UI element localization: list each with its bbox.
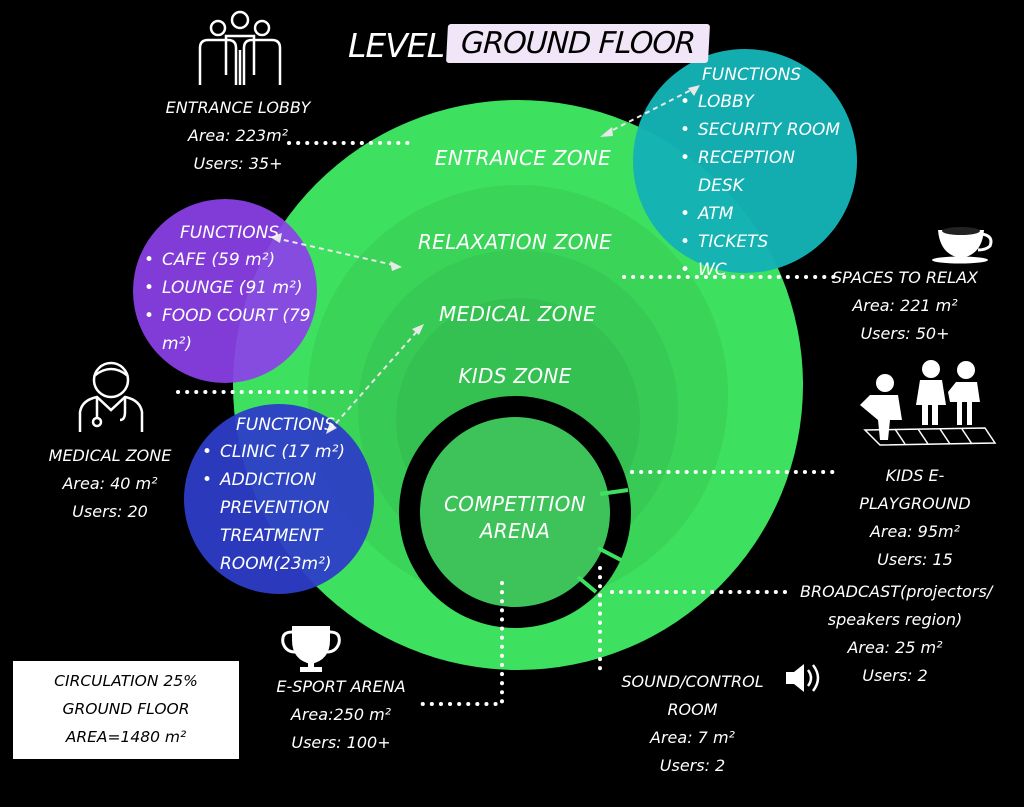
medical-zone-label: MEDICAL ZONE [439,302,596,326]
ground-coverage-stat: GROUND COVERAGE =29.5 % [19,756,233,802]
entrance-lobby-area: Area: 223m² [187,126,289,145]
coffee-cup-icon [932,227,993,264]
broadcast-users: Users: 2 [862,666,928,685]
ground-floor-area-stat: GROUND FLOOR AREA=1480 m² [62,700,190,746]
relax-functions-title: FUNCTIONS [180,223,280,243]
entrance-lobby-users: Users: 35+ [193,154,283,173]
broadcast-area: Area: 25 m² [847,638,943,657]
sound-room-info: SOUND/CONTROL ROOM Area: 7 m² Users: 2 [605,668,780,780]
doctor-icon [78,361,144,432]
list-item: LOBBY [676,88,846,116]
arena-label-line2: ARENA [479,519,551,543]
esport-arena-info: E-SPORT ARENA Area:250 m² Users: 100+ [266,673,416,757]
list-item: CAFE (59 m²) [140,246,320,274]
broadcast-title-line2: speakers region) [827,610,963,629]
stats-box: CIRCULATION 25% GROUND FLOOR AREA=1480 m… [13,661,239,802]
entrance-functions: FUNCTIONS LOBBY SECURITY ROOM RECEPTION … [676,62,846,284]
broadcast-title-line1: BROADCAST(projectors/ [800,582,993,601]
arena-ring-tick [599,488,629,496]
esport-arena-area: Area:250 m² [290,705,392,724]
relax-functions: FUNCTIONS CAFE (59 m²) LOUNGE (91 m²) FO… [140,220,320,358]
entrance-lobby-info: ENTRANCE LOBBY Area: 223m² Users: 35+ [158,94,318,178]
kids-zone-label: KIDS ZONE [458,364,572,388]
list-item: ADDICTION [198,466,368,494]
list-item: PREVENTION [220,498,330,518]
kids-playing-icon [860,360,997,446]
medical-functions-title: FUNCTIONS [236,415,336,435]
relaxation-zone-label: RELAXATION ZONE [417,230,612,254]
spaces-to-relax-info: SPACES TO RELAX Area: 221 m² Users: 50+ [830,264,980,348]
kids-playground-info: KIDS E-PLAYGROUND Area: 95m² Users: 15 [830,462,1000,574]
entrance-lobby-title: ENTRANCE LOBBY [165,98,311,117]
list-item: SECURITY ROOM [676,116,846,144]
kids-playground-title: KIDS E-PLAYGROUND [859,466,971,513]
list-item: CLINIC (17 m²) [198,438,368,466]
spaces-to-relax-title: SPACES TO RELAX [832,268,978,287]
medical-zone-info: MEDICAL ZONE Area: 40 m² Users: 20 [40,442,180,526]
list-item: FOOD COURT (79 m²) [140,302,320,358]
sound-room-users: Users: 2 [659,756,726,775]
arena-label: COMPETITION ARENA [420,491,610,545]
level-label: LEVEL [348,26,445,65]
kids-playground-users: Users: 15 [877,550,953,569]
floor-name-badge: GROUND FLOOR [445,24,710,63]
broadcast-info: BROADCAST(projectors/ speakers region) A… [800,578,993,690]
medical-zone-users: Users: 20 [72,502,148,521]
speaker-icon [786,664,820,692]
sound-room-area: Area: 7 m² [650,728,735,747]
circulation-stat: CIRCULATION 25% [54,672,198,690]
list-item: ATM [676,200,846,228]
medical-zone-area: Area: 40 m² [62,474,158,493]
entrance-functions-list: LOBBY SECURITY ROOM RECEPTION DESK ATM T… [676,88,846,284]
group-people-icon [198,10,282,85]
arena-ring-tick [597,546,622,562]
sound-room-title: SOUND/CONTROL ROOM [621,672,764,719]
spaces-to-relax-area: Area: 221 m² [852,296,958,315]
list-item: LOUNGE (91 m²) [140,274,320,302]
medical-zone-title: MEDICAL ZONE [48,446,172,465]
list-item: RECEPTION DESK [676,144,846,200]
trophy-icon [281,626,341,672]
esport-arena-title: E-SPORT ARENA [276,677,406,696]
spaces-to-relax-users: Users: 50+ [860,324,950,343]
arena-label-line1: COMPETITION [444,492,586,516]
arena-ring-tick [576,575,598,594]
list-item: WC [676,256,846,284]
arena-core [420,417,610,607]
medical-functions: FUNCTIONS CLINIC (17 m²) ADDICTION PREVE… [198,412,368,578]
relax-functions-list: CAFE (59 m²) LOUNGE (91 m²) FOOD COURT (… [140,246,320,358]
entrance-functions-title: FUNCTIONS [702,65,802,85]
list-item: TREATMENT [220,526,323,546]
kids-playground-area: Area: 95m² [869,522,960,541]
list-item: TICKETS [676,228,846,256]
esport-arena-users: Users: 100+ [291,733,391,752]
list-item: ROOM(23m²) [220,554,332,574]
entrance-zone-label: ENTRANCE ZONE [434,146,612,170]
medical-functions-list: CLINIC (17 m²) ADDICTION PREVENTION TREA… [198,438,368,578]
